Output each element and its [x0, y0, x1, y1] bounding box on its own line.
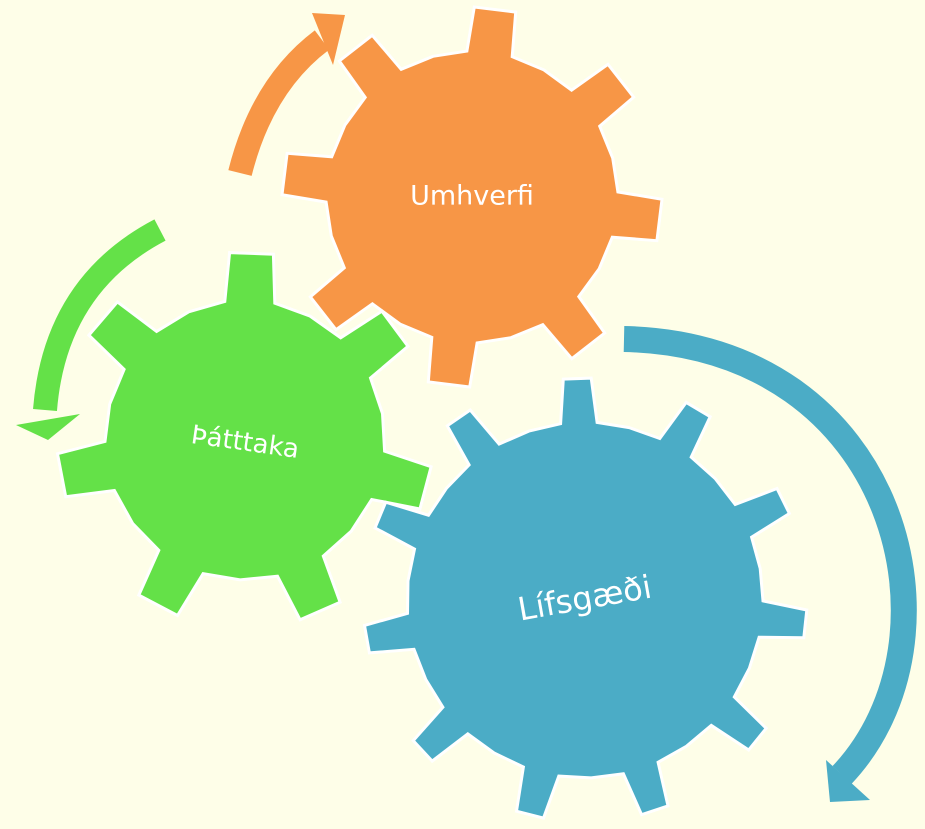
blue-arrow-shaft: [623, 326, 917, 784]
orange-arrow-shaft: [228, 30, 330, 176]
blue-gear-icon: [362, 376, 809, 820]
blue-arrow-head: [826, 760, 870, 802]
gear-thatttaka: Þátttaka: [55, 251, 433, 622]
orange-arrow-head: [312, 13, 345, 65]
green-arrow-shaft: [33, 219, 166, 412]
green-curved-arrow-icon: [16, 219, 166, 440]
orange-gear-icon: [280, 5, 664, 389]
gear-label-umhverfi: Umhverfi: [410, 181, 534, 212]
gear-umhverfi: Umhverfi: [280, 5, 664, 389]
green-arrow-head: [16, 414, 80, 440]
green-gear-icon: [55, 251, 433, 622]
gear-lifsgaedi: Lífsgæði: [362, 376, 809, 820]
orange-curved-arrow-icon: [228, 13, 345, 176]
blue-curved-arrow-icon: [623, 326, 917, 802]
